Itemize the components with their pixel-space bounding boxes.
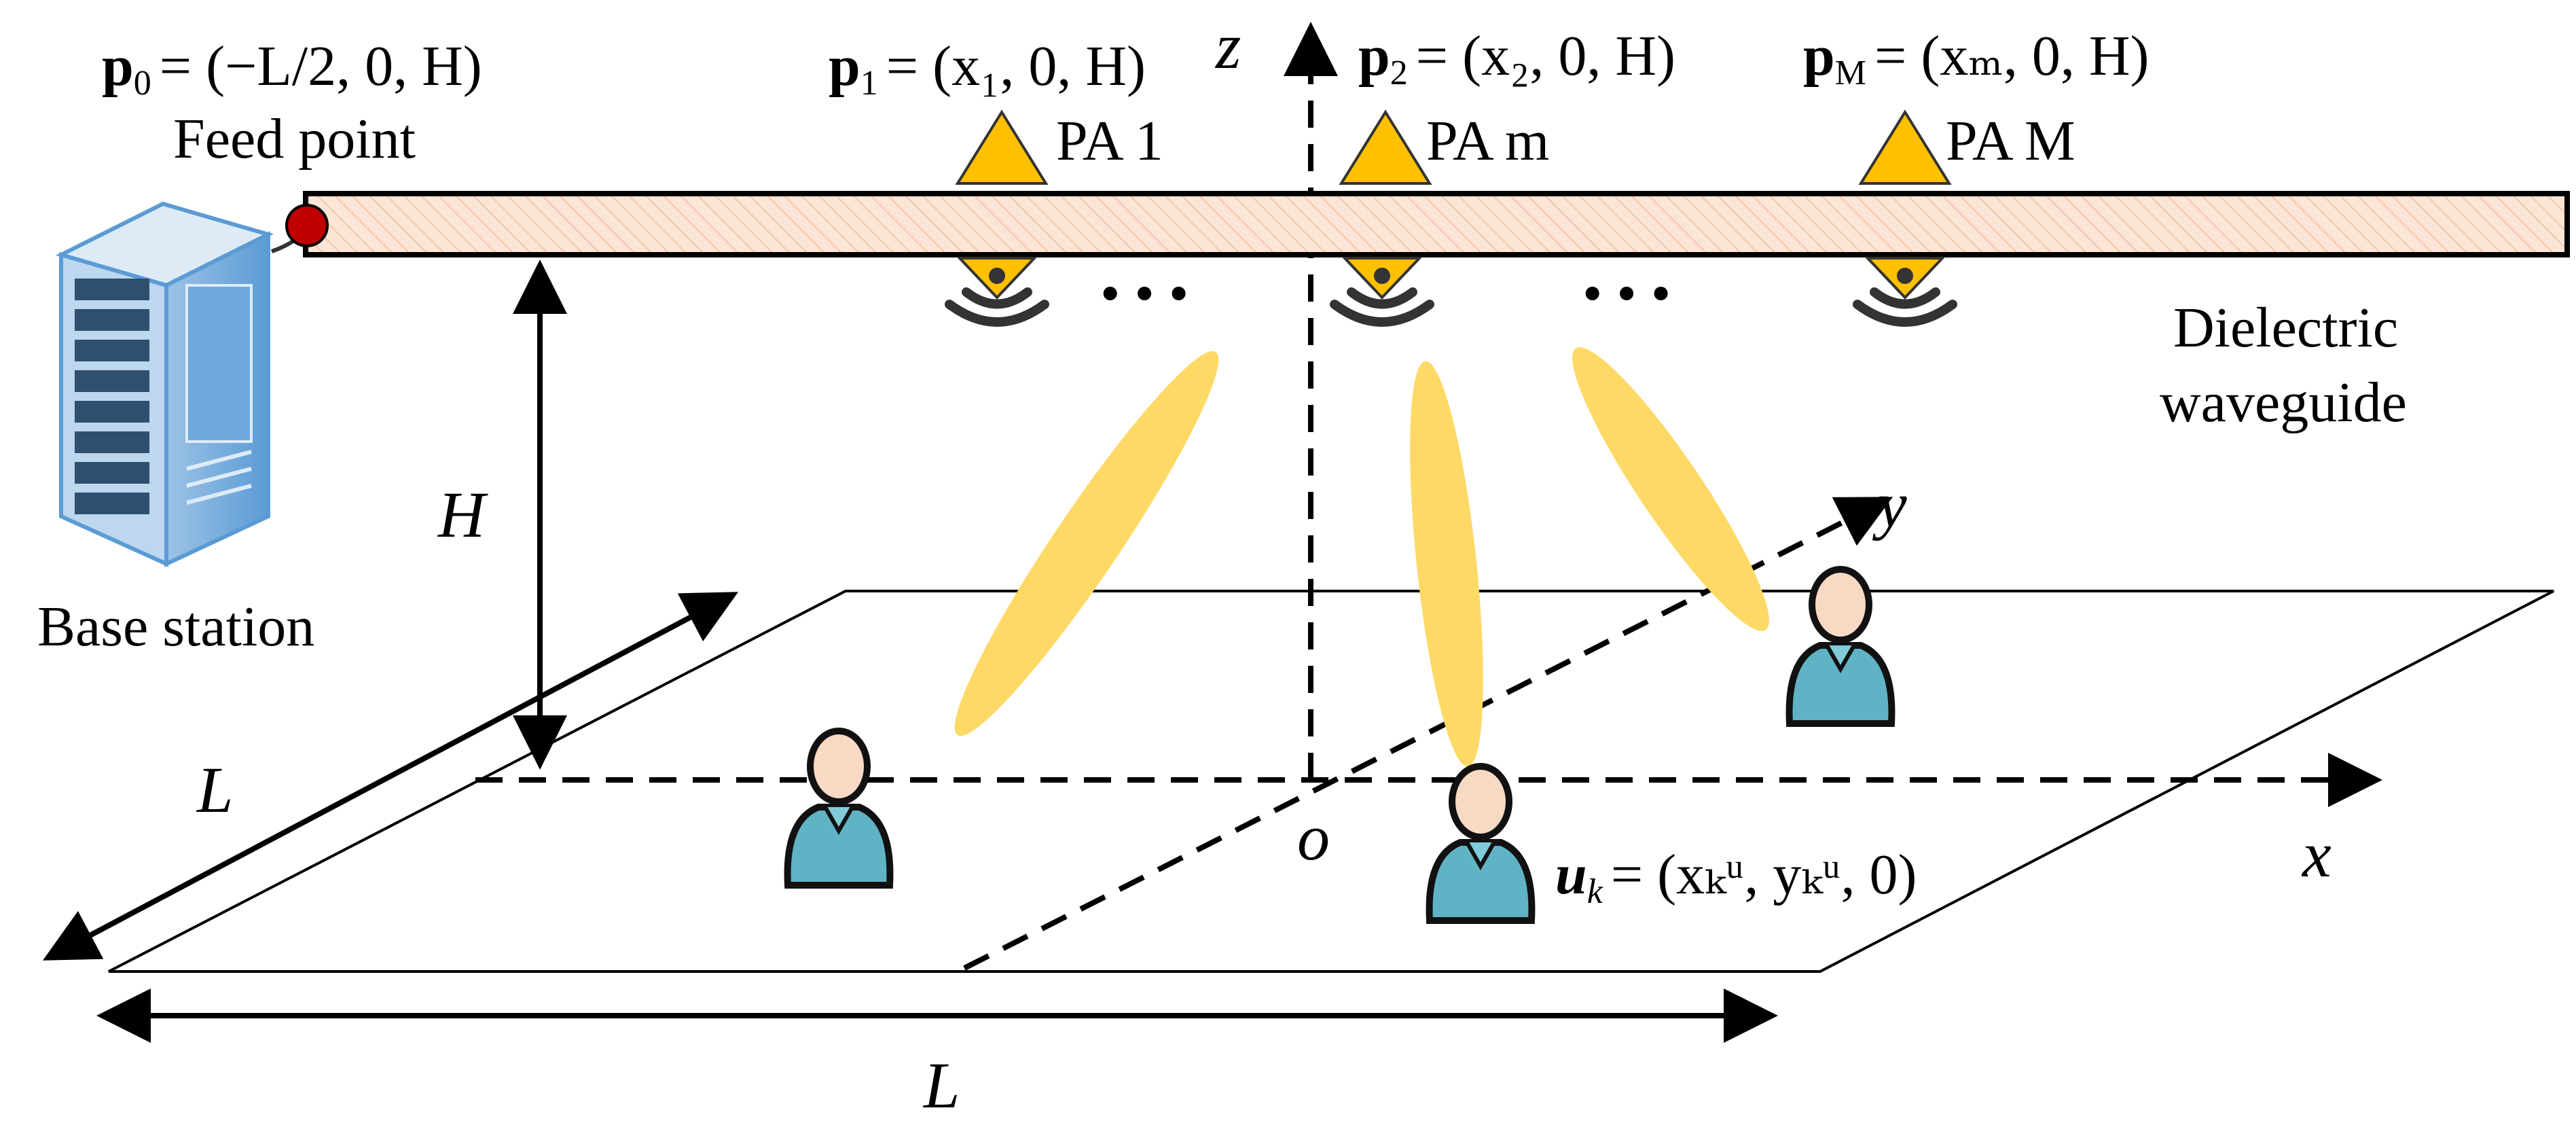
y-axis-label: y [1872, 468, 1907, 541]
dielectric-label: Dielectric [2173, 296, 2398, 359]
base-station-label: Base station [37, 595, 314, 658]
x-axis-label: x [2301, 818, 2332, 891]
pa-m-antenna-icon [1339, 109, 1432, 185]
feed-point-label: Feed point [173, 107, 416, 171]
beam-M [1572, 347, 1769, 631]
dielectric-waveguide [303, 191, 2570, 257]
uk-label: uk= (xₖᵘ, yₖᵘ, 0) [1555, 843, 1917, 911]
pa-m-radiator-icon [1335, 258, 1430, 322]
origin-label: o [1297, 801, 1330, 874]
height-label: H [437, 478, 488, 551]
feed-point-dot [285, 204, 329, 247]
pa-1-antenna-icon [955, 109, 1049, 185]
pa-M-antenna-icon [1858, 109, 1952, 185]
base-station-server-icon [55, 201, 274, 567]
p1-label: p1= (x₁, 0, H) [829, 35, 1146, 103]
user-k-icon [1430, 766, 1532, 921]
length-dimension-y [42, 592, 739, 961]
beam-1 [954, 351, 1219, 736]
depth-length-label: L [196, 753, 233, 826]
z-axis-label: z [1214, 10, 1241, 82]
ellipsis-left: • • • [1100, 262, 1189, 325]
pa-M-label: PA M [1946, 109, 2075, 173]
pa-M-radiator-icon [1857, 258, 1953, 322]
pa-m-label: PA m [1426, 109, 1549, 173]
user-2-icon [1790, 569, 1892, 724]
pM-label: pM= (xₘ, 0, H) [1803, 24, 2149, 92]
width-length-label: L [922, 1049, 960, 1122]
p2-label: p2= (x₂, 0, H) [1358, 24, 1675, 92]
ellipsis-right: • • • [1582, 262, 1671, 325]
pa-1-label: PA 1 [1056, 109, 1163, 173]
p0-label: p0= (−L/2, 0, H) [102, 35, 482, 103]
pa-1-radiator-icon [949, 258, 1045, 322]
beam-m [1410, 361, 1483, 767]
waveguide-label: waveguide [2160, 371, 2407, 434]
user-1-icon [788, 731, 890, 885]
